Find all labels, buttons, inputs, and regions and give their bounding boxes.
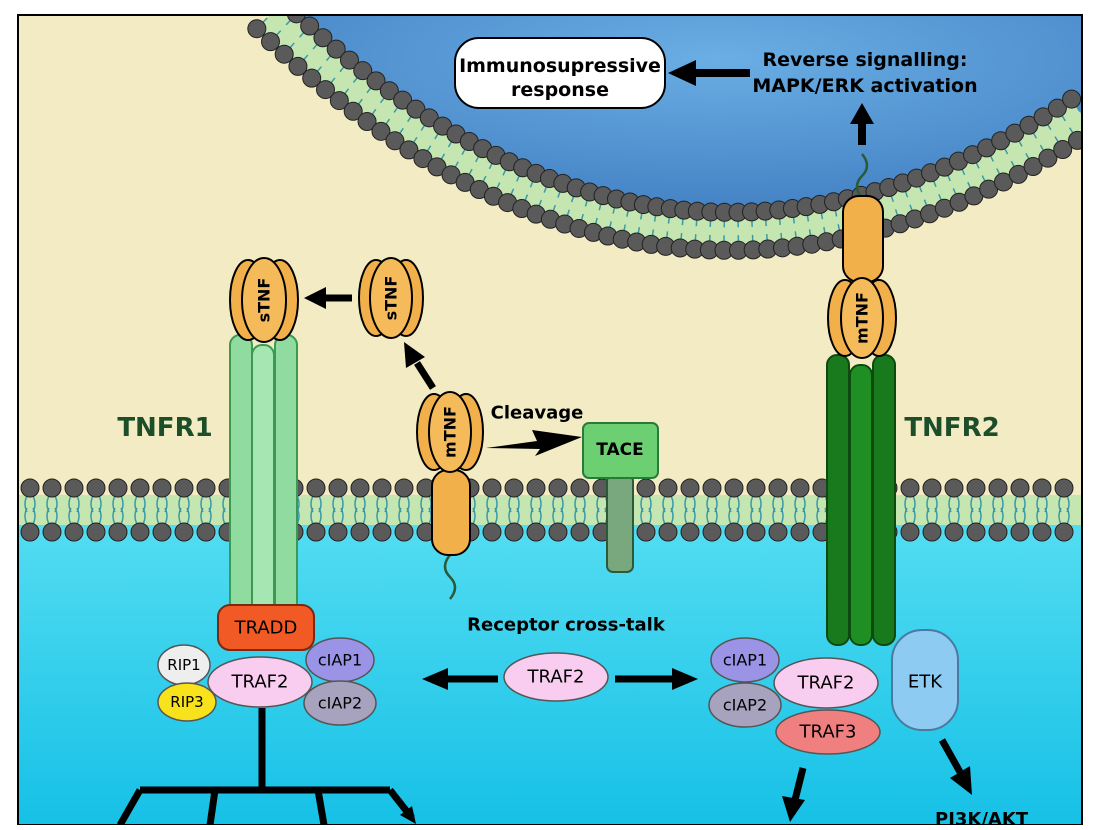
traf2-center-label: TRAF2 (527, 667, 585, 688)
immuno-response-line1: Immunosupressive (459, 55, 661, 77)
stnf-bound-label: sTNF (255, 278, 274, 323)
traf2-left-label: TRAF2 (231, 672, 289, 693)
tnfr1-label: TNFR1 (117, 413, 212, 443)
mtnf-upper-label: mTNF (853, 292, 872, 344)
tnfr2-label: TNFR2 (904, 413, 999, 443)
reverse-signalling-line2: MAPK/ERK activation (752, 75, 977, 97)
mtnf-lower-label: mTNF (441, 406, 460, 458)
traf3-label: TRAF3 (799, 722, 857, 743)
etk-label: ETK (908, 672, 943, 693)
tnfr1-receptor (230, 335, 297, 615)
ciap1-left-label: cIAP1 (318, 651, 362, 670)
immuno-response-line2: response (511, 79, 609, 101)
cross-talk-label: Receptor cross-talk (467, 615, 666, 636)
reverse-signalling-line1: Reverse signalling: (762, 49, 967, 71)
rip3-label: RIP3 (170, 693, 203, 711)
tnfr2-receptor (827, 355, 895, 645)
stnf-trimer-free: sTNF (359, 258, 423, 338)
stnf-trimer-bound: sTNF (230, 258, 298, 342)
tradd-label: TRADD (234, 618, 298, 639)
ciap2-right-label: cIAP2 (723, 696, 767, 715)
cleavage-label: Cleavage (491, 403, 584, 424)
tace-label: TACE (596, 440, 644, 460)
pi3k-akt-label: PI3K/AKT (935, 809, 1029, 825)
traf2-right-label: TRAF2 (797, 673, 855, 694)
rip1-label: RIP1 (167, 656, 200, 674)
ciap2-left-label: cIAP2 (318, 694, 362, 713)
ciap1-right-label: cIAP1 (723, 651, 767, 670)
stnf-free-label: sTNF (382, 276, 401, 321)
